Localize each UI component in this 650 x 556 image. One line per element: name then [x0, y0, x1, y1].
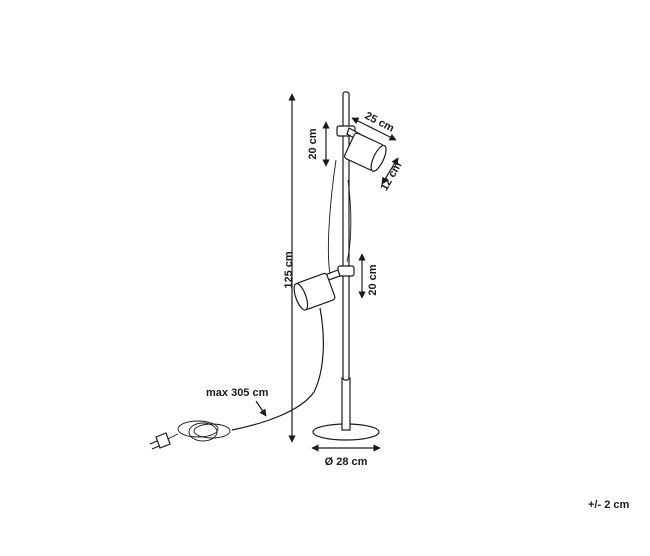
upper-lamp-head: [344, 132, 387, 172]
cable-coil: [159, 420, 231, 443]
head-diameter-label: 12 cm: [378, 160, 404, 193]
power-cable: [231, 307, 324, 431]
pole-upper-section: [342, 91, 350, 381]
power-plug: [149, 432, 171, 450]
pole-lower-section: [341, 377, 351, 431]
floor-lamp: [293, 91, 387, 441]
upper-head-height-label: 20 cm: [307, 128, 319, 159]
internal-cable: [327, 159, 337, 275]
head-length-dimension-line: [351, 117, 397, 141]
tolerance-label: +/- 2 cm: [588, 499, 629, 511]
internal-cable-upper: [346, 179, 352, 263]
cable-length-pointer: [255, 400, 267, 417]
height-label: 125 cm: [283, 251, 295, 289]
lower-lamp-head: [293, 272, 336, 311]
base-diameter-label: Ø 28 cm: [325, 456, 368, 468]
lower-clamp: [337, 265, 355, 277]
lower-head-height-label: 20 cm: [367, 264, 379, 295]
cable-length-label: max 305 cm: [206, 387, 269, 399]
head-diameter-dimension-line: [381, 157, 399, 185]
